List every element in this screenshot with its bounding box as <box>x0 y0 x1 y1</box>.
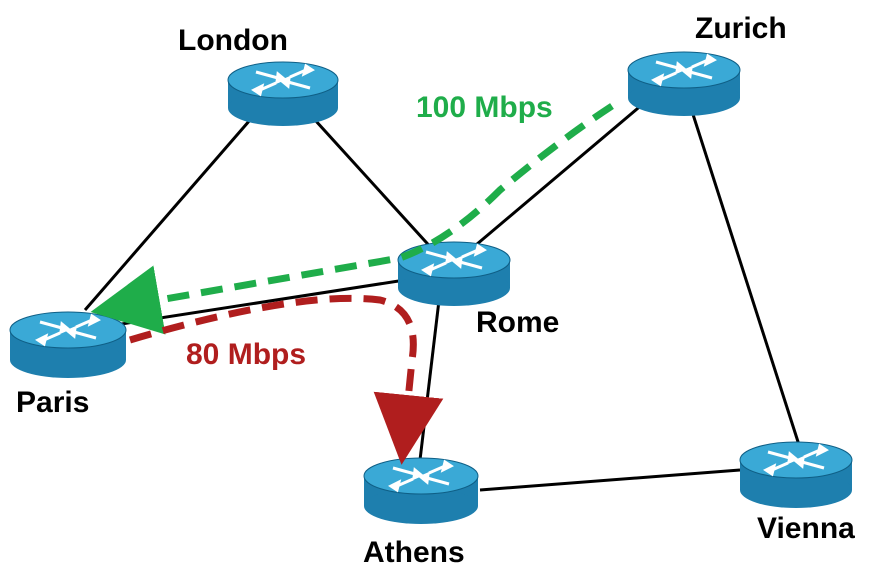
node-label-london: London <box>178 24 288 57</box>
link-rome-paris <box>114 278 406 327</box>
flow-label-green: 100 Mbps <box>416 91 553 124</box>
router-paris <box>9 311 127 378</box>
node-label-zurich: Zurich <box>695 12 787 45</box>
router-icon <box>227 61 339 126</box>
router-london <box>227 61 339 126</box>
router-vienna <box>739 441 853 508</box>
link-athens-vienna <box>479 468 741 492</box>
link-london-rome <box>313 118 437 254</box>
link-zurich-vienna <box>688 104 802 449</box>
router-icon <box>363 457 479 524</box>
link-zurich-rome <box>469 96 651 252</box>
router-icon <box>739 441 853 508</box>
flow-label-red: 80 Mbps <box>186 338 306 371</box>
router-zurich <box>627 51 741 116</box>
flow-arrow-red <box>129 294 444 465</box>
router-icon <box>627 51 741 116</box>
router-icon <box>9 311 127 378</box>
node-label-vienna: Vienna <box>757 512 855 545</box>
link-london-paris <box>83 119 252 311</box>
router-icon <box>397 241 511 306</box>
router-athens <box>363 457 479 524</box>
links <box>83 96 802 492</box>
node-label-athens: Athens <box>363 536 465 568</box>
node-label-rome: Rome <box>476 306 559 339</box>
link-rome-athens <box>418 291 442 461</box>
node-label-paris: Paris <box>16 386 89 419</box>
flow-arrow-green <box>90 103 614 335</box>
router-rome <box>397 241 511 306</box>
